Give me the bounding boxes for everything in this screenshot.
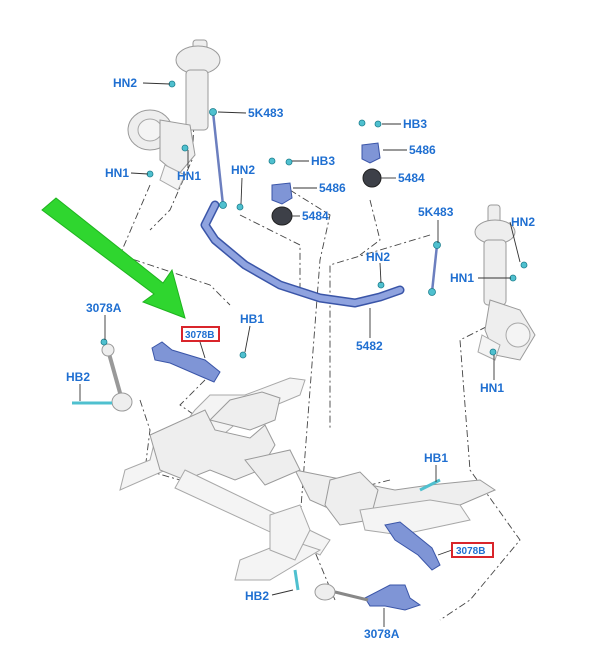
label-hn1-left-a: HN1 (105, 166, 129, 180)
label-hb2-lower: HB2 (245, 589, 269, 603)
label-3078a-lower: 3078A (364, 627, 400, 641)
label-hb1-lower: HB1 (424, 451, 448, 465)
label-5482: 5482 (356, 339, 383, 353)
lower-arm-front-right (314, 583, 422, 611)
right-strut-assembly (474, 204, 536, 361)
part-labels: HN2 5K483 HB3 5486 5484 HB3 5486 5484 HN… (66, 76, 535, 641)
stabilizer-link-right (428, 241, 441, 296)
lower-arm-front-left (101, 343, 133, 412)
highlight-label-right: 3078B (456, 546, 485, 557)
label-3078a-left: 3078A (86, 301, 122, 315)
stabilizer-bar (200, 200, 405, 308)
label-hb3-right: HB3 (403, 117, 427, 131)
label-hn2-mid: HN2 (231, 163, 255, 177)
label-5486-right: 5486 (409, 143, 436, 157)
label-hn1-left-b: HN1 (177, 169, 201, 183)
label-hn1-right-low: HN1 (480, 381, 504, 395)
bushing-bracket-left (268, 157, 293, 226)
highlight-box-left: 3078B (181, 326, 220, 342)
highlight-box-right: 3078B (451, 542, 494, 558)
label-5486-mid: 5486 (319, 181, 346, 195)
left-strut-assembly (127, 39, 221, 191)
label-5k483-left: 5K483 (248, 106, 284, 120)
label-5k483-right: 5K483 (418, 205, 454, 219)
lower-arm-rear-right (384, 521, 441, 571)
label-hn1-right: HN1 (450, 271, 474, 285)
lower-arm-rear-left (151, 341, 247, 383)
highlight-label-left: 3078B (185, 330, 214, 341)
label-hn2-right: HN2 (511, 215, 535, 229)
stabilizer-link-left (209, 108, 227, 209)
green-arrow-indicator (41, 197, 186, 319)
label-hb3-mid: HB3 (311, 154, 335, 168)
label-hn2-top-left: HN2 (113, 76, 137, 90)
label-5484-right: 5484 (398, 171, 425, 185)
label-5484-mid: 5484 (302, 209, 329, 223)
bushing-bracket-right (358, 119, 382, 188)
label-hn2-center: HN2 (366, 250, 390, 264)
leader-lines (79, 82, 521, 627)
fasteners (72, 80, 528, 591)
label-hb1-left: HB1 (240, 312, 264, 326)
label-hb2-left: HB2 (66, 370, 90, 384)
